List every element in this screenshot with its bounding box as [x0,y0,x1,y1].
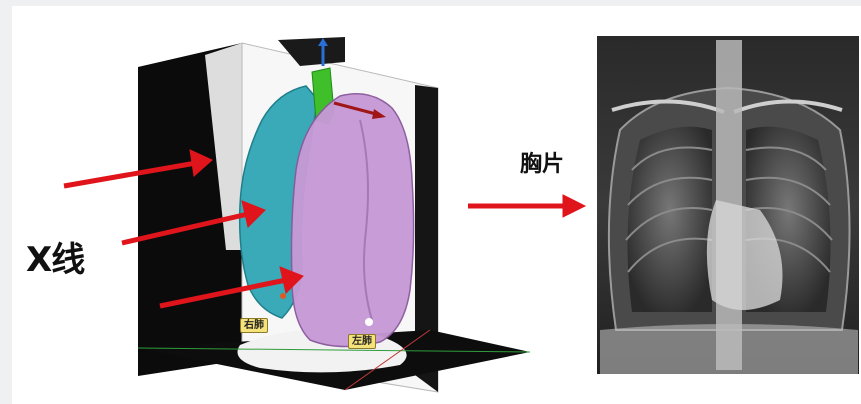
arrow-to-film-head [563,195,585,217]
right-lung-marker [280,293,286,299]
ct-3d-model [138,37,530,392]
left-lung-tag: 左肺 [348,334,376,349]
xray-label: X线 [26,232,84,281]
chest-xray-image [597,36,859,374]
right-lung-tag: 右肺 [240,318,268,333]
xray-diaphragm [600,324,858,374]
left-lung-model [292,94,414,347]
xray-right-lung [628,127,713,312]
left-lung-marker [365,318,373,326]
chest-film-label: 胸片 [520,146,564,178]
